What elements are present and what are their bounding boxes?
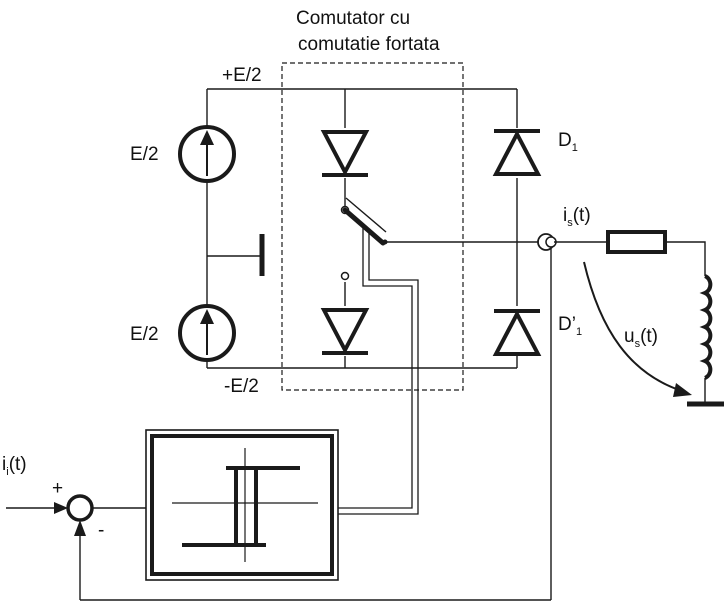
hysteresis-comparator-block: [145, 429, 339, 581]
output-terminal-icon: [537, 233, 608, 600]
reference-input-arrow-icon: [54, 502, 68, 514]
freewheel-diode-d1-icon: [492, 129, 542, 176]
lower-dc-source-icon: [178, 304, 236, 362]
load-resistor-icon: [606, 230, 667, 254]
upper-dc-source-icon: [178, 125, 236, 183]
load-inductor-icon: [665, 241, 713, 404]
upper-source-label: E/2: [130, 144, 159, 165]
negative-rail-label: -E/2: [224, 376, 259, 397]
lower-switch-diode-icon: [320, 308, 370, 355]
hysteresis-curve-icon: [182, 466, 300, 547]
freewheel-diode-d1-prime-icon: [492, 309, 542, 356]
minus-sign-label: -: [98, 520, 104, 541]
load-voltage-arrow-icon: [583, 261, 692, 397]
gate-signal-line: [338, 226, 419, 515]
upper-switch-diode-icon: [320, 130, 370, 177]
diode-d1-prime-label: D’1: [558, 314, 582, 338]
title-line-2: comutatie fortata: [298, 34, 440, 55]
diode-d1-label: D1: [558, 130, 578, 154]
forced-commutation-box: [281, 62, 464, 391]
feedback-input-arrow-icon: [74, 520, 86, 536]
reference-current-label: ii(t): [2, 454, 27, 478]
lower-source-label: E/2: [130, 324, 159, 345]
plus-sign-label: +: [52, 478, 63, 499]
summing-junction-icon: [66, 494, 94, 522]
changeover-switch-icon: [340, 197, 388, 281]
feedback-wiring: [6, 507, 551, 601]
positive-rail-label: +E/2: [222, 65, 262, 86]
dc-bus-wiring: [206, 88, 538, 369]
title-line-1: Comutator cu: [296, 8, 410, 29]
load-voltage-label: us(t): [624, 326, 658, 350]
load-current-label: is(t): [563, 205, 591, 229]
